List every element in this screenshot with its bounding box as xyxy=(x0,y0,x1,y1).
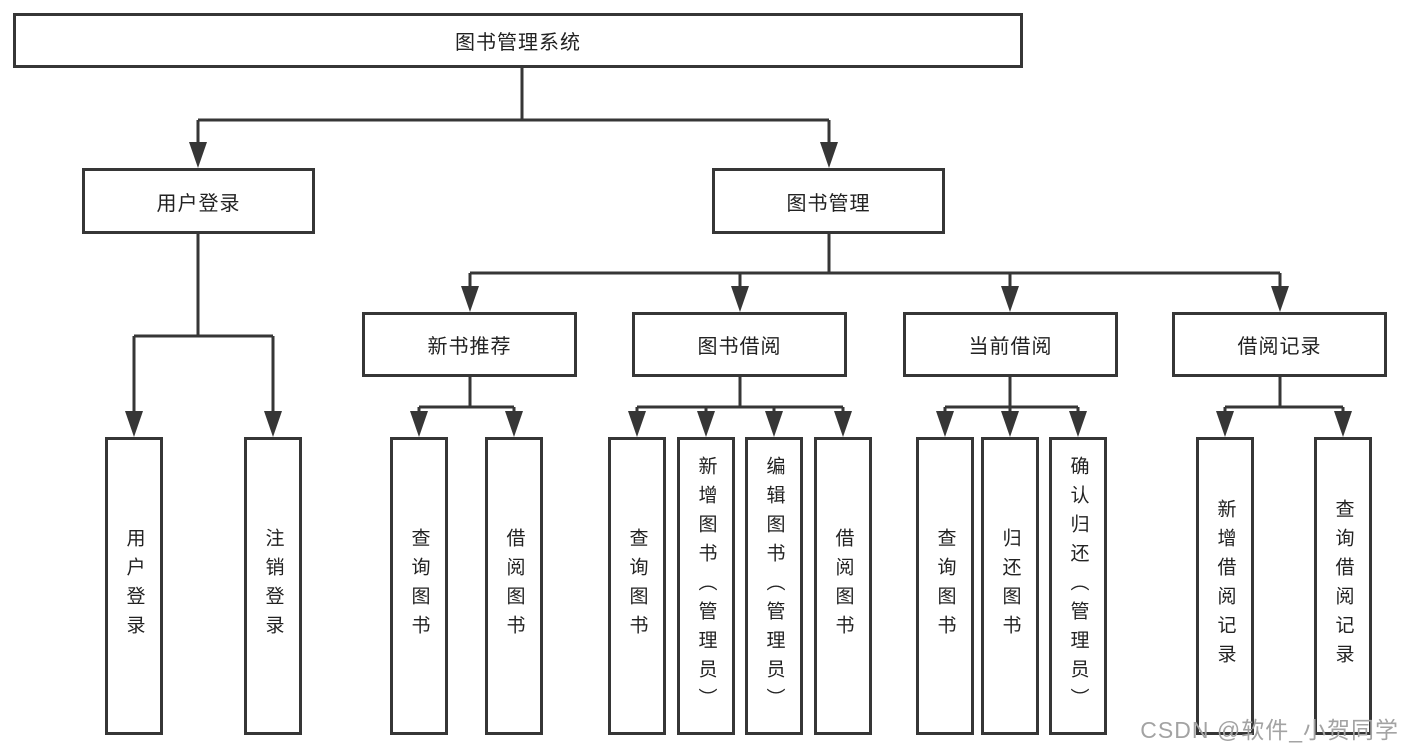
csdn-watermark: CSDN @软件_小贺同学 xyxy=(1140,717,1399,743)
node-new-book-recommend: 新书推荐 xyxy=(362,312,577,377)
leaf-recommend-borrow-book: 借阅图书 xyxy=(485,437,543,735)
leaf-current-return-book-label: 归还图书 xyxy=(999,528,1021,644)
leaf-records-add-record-label: 新增借阅记录 xyxy=(1214,499,1236,673)
leaf-borrow-add-book-admin: 新增图书（管理员） xyxy=(677,437,735,735)
leaf-recommend-query-book: 查询图书 xyxy=(390,437,448,735)
node-current-borrow-label: 当前借阅 xyxy=(968,336,1053,358)
leaf-records-query-record-label: 查询借阅记录 xyxy=(1332,499,1354,673)
node-library-management-system-label: 图书管理系统 xyxy=(455,32,581,54)
node-book-management-label: 图书管理 xyxy=(786,192,871,215)
leaf-recommend-query-book-label: 查询图书 xyxy=(408,528,430,644)
node-user-login: 用户登录 xyxy=(82,168,315,234)
leaf-current-query-book: 查询图书 xyxy=(916,437,974,735)
node-library-management-system: 图书管理系统 xyxy=(13,13,1023,68)
leaf-logout-login-label: 注销登录 xyxy=(262,528,284,644)
leaf-borrow-edit-book-admin-label: 编辑图书（管理员） xyxy=(763,455,785,717)
leaf-current-return-book: 归还图书 xyxy=(981,437,1039,735)
leaf-records-query-record: 查询借阅记录 xyxy=(1314,437,1372,735)
leaf-user-login: 用户登录 xyxy=(105,437,163,735)
node-borrow-records-label: 借阅记录 xyxy=(1237,336,1322,358)
leaf-borrow-borrow-book-label: 借阅图书 xyxy=(832,528,854,644)
leaf-user-login-label: 用户登录 xyxy=(123,528,145,644)
leaf-borrow-borrow-book: 借阅图书 xyxy=(814,437,872,735)
node-book-borrow: 图书借阅 xyxy=(632,312,847,377)
leaf-current-confirm-return-admin-label: 确认归还（管理员） xyxy=(1067,455,1089,717)
leaf-current-confirm-return-admin: 确认归还（管理员） xyxy=(1049,437,1107,735)
leaf-records-add-record: 新增借阅记录 xyxy=(1196,437,1254,735)
node-new-book-recommend-label: 新书推荐 xyxy=(427,336,512,358)
leaf-recommend-borrow-book-label: 借阅图书 xyxy=(503,528,525,644)
node-current-borrow: 当前借阅 xyxy=(903,312,1118,377)
node-book-management: 图书管理 xyxy=(712,168,945,234)
leaf-borrow-edit-book-admin: 编辑图书（管理员） xyxy=(745,437,803,735)
node-borrow-records: 借阅记录 xyxy=(1172,312,1387,377)
leaf-borrow-add-book-admin-label: 新增图书（管理员） xyxy=(695,455,717,717)
leaf-current-query-book-label: 查询图书 xyxy=(934,528,956,644)
node-book-borrow-label: 图书借阅 xyxy=(697,336,782,358)
node-user-login-label: 用户登录 xyxy=(156,192,241,215)
leaf-logout-login: 注销登录 xyxy=(244,437,302,735)
leaf-borrow-query-book: 查询图书 xyxy=(608,437,666,735)
leaf-borrow-query-book-label: 查询图书 xyxy=(626,528,648,644)
